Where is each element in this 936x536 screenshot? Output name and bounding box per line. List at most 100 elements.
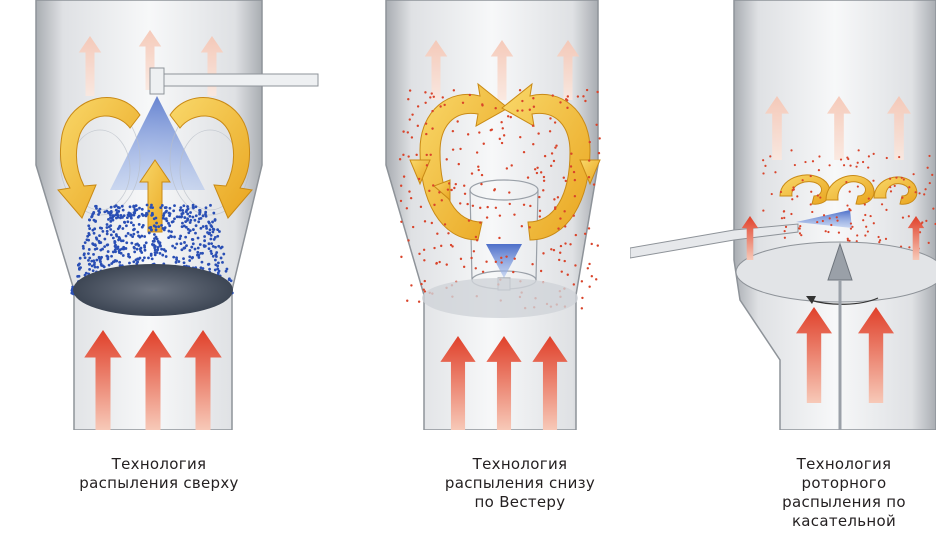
particle [531,263,533,265]
particle [108,264,111,267]
particle [198,213,201,216]
particle [226,268,229,271]
particle [836,216,838,218]
particle [542,252,544,254]
particle [466,203,468,205]
particle [194,232,197,235]
particle [169,207,172,210]
particle [136,248,139,251]
particle [189,221,192,224]
particle [177,260,180,263]
particle [783,217,785,219]
particle [118,225,121,228]
particle [598,152,600,154]
particle [561,270,563,272]
particle [529,205,531,207]
particle [476,151,478,153]
particle [167,236,170,239]
particle [446,263,448,265]
particle [220,257,223,260]
particle [150,253,153,256]
particle [463,266,465,268]
particle [868,198,870,200]
particle [132,228,135,231]
particle [205,206,208,209]
particle [142,214,145,217]
particle [178,237,181,240]
particle [125,235,128,238]
particle [564,225,566,227]
particle [851,226,853,228]
particle [817,194,819,196]
particle [554,146,556,148]
caption-line: распыления снизу [420,474,620,493]
particle [573,171,575,173]
particle [106,255,109,258]
particle [838,232,840,234]
particle [575,234,577,236]
particle [174,246,177,249]
particle [475,236,477,238]
particle [415,154,417,156]
particle [878,241,880,243]
particle [570,165,572,167]
particle [582,95,584,97]
particle [762,209,764,211]
particle [210,252,213,255]
particle [402,130,404,132]
particle [123,214,126,217]
particle [573,215,575,217]
particle [115,204,118,207]
particle [138,223,141,226]
particle [539,215,541,217]
particle [132,260,135,263]
particle [87,252,90,255]
particle [152,240,155,243]
particle [192,242,195,245]
particle [536,172,538,174]
particle [214,253,217,256]
particle [170,235,173,238]
particle [148,231,151,234]
particle [455,183,457,185]
particle [125,224,128,227]
particle [908,215,910,217]
wurster-diagram [380,0,640,430]
particle [127,232,130,235]
particle [440,245,442,247]
particle [95,236,98,239]
particle [117,245,120,248]
particle [567,95,569,97]
particle [552,94,554,96]
particle [784,237,786,239]
particle [147,256,150,259]
particle [418,178,420,180]
particle [429,96,431,98]
particle [447,188,449,190]
particle [87,259,90,262]
spray-pipe [160,74,318,86]
particle [514,258,516,260]
top-spray-diagram [0,0,320,430]
particle [513,213,515,215]
particle [173,236,176,239]
particle [82,247,85,250]
particle [138,207,141,210]
particle [573,283,575,285]
particle [115,217,118,220]
particle [216,235,219,238]
particle [127,255,130,258]
particle [151,257,154,260]
particle [409,118,411,120]
particle [175,261,178,264]
particle [409,89,411,91]
particle [431,222,433,224]
particle [154,251,157,254]
particle [862,219,864,221]
caption-line: роторного [760,474,928,493]
particle [428,190,430,192]
particle [425,122,427,124]
particle [149,206,152,209]
particle [804,161,806,163]
panel-top-spray [0,0,320,430]
